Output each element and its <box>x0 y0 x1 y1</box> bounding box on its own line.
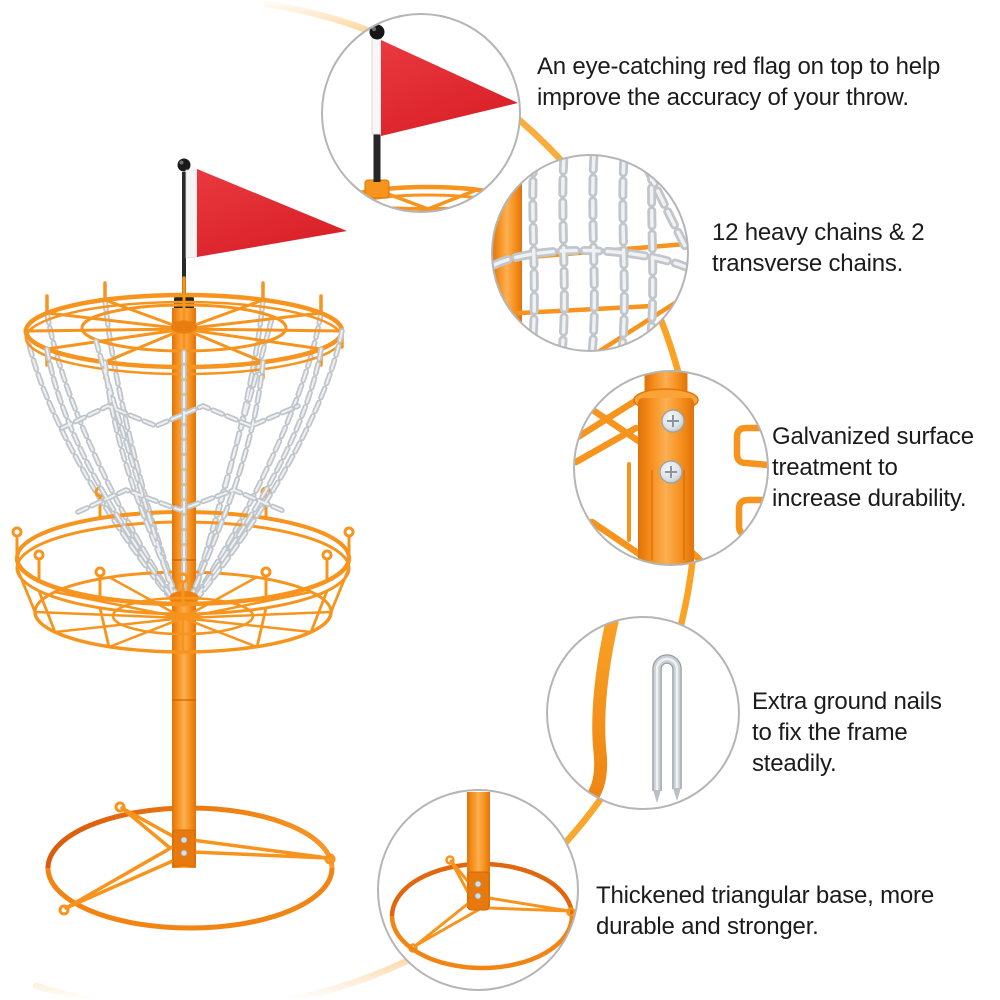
callout-circle-base <box>377 789 579 991</box>
callout-text-flag: An eye-catching red flag on top to help … <box>537 51 940 113</box>
bolt-icon <box>659 460 683 484</box>
callout-text-base: Thickened triangular base, more durable … <box>596 880 934 942</box>
callout-content-ground-nail <box>576 617 682 809</box>
text-line: to fix the frame <box>752 719 908 746</box>
callout-text-ground-nails: Extra ground nails to fix the frame stea… <box>752 686 942 779</box>
disc-golf-basket <box>11 158 355 931</box>
triangular-base <box>45 829 336 931</box>
ground-nail-staple-icon <box>652 654 682 803</box>
red-pennant-flag <box>197 169 347 257</box>
text-line: improve the accuracy of your throw. <box>537 84 909 111</box>
callout-circle-galvanized <box>573 370 769 566</box>
callout-text-chains: 12 heavy chains & 2 transverse chains. <box>712 217 925 279</box>
magnified-base-tube <box>576 617 619 809</box>
flag-pole-ball <box>177 158 191 172</box>
callout-content-base <box>389 792 576 971</box>
callout-text-galvanized: Galvanized surface treatment to increase… <box>772 421 974 514</box>
basket-tray <box>11 526 355 654</box>
text-line: Extra ground nails <box>752 688 942 715</box>
text-line: increase durability. <box>772 485 967 512</box>
text-line: transverse chains. <box>712 250 904 277</box>
bolt-icon <box>661 409 685 433</box>
text-line: Galvanized surface <box>772 423 974 450</box>
magnified-red-flag <box>381 40 518 136</box>
flag <box>174 158 347 310</box>
callout-content-chains <box>492 155 688 351</box>
text-line: An eye-catching red flag on top to help <box>537 53 941 80</box>
text-line: treatment to <box>772 454 898 481</box>
text-line: 12 heavy chains & 2 <box>712 219 925 246</box>
callout-circle-ground-nail <box>546 616 740 810</box>
text-line: durable and stronger. <box>596 913 819 940</box>
callout-circle-flag <box>321 13 521 213</box>
callout-circle-chains <box>491 154 689 352</box>
text-line: steadily. <box>752 750 837 777</box>
text-line: Thickened triangular base, more <box>596 882 934 909</box>
